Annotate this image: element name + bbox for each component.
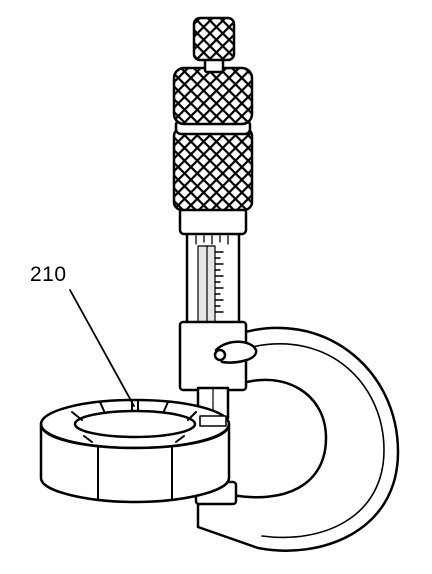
thimble-knurl-lower xyxy=(172,126,254,212)
ring-bore xyxy=(73,409,197,439)
lock-lever xyxy=(214,340,258,364)
spindle-tip xyxy=(199,415,227,427)
ratchet-knob xyxy=(192,16,236,62)
callout-leader-210 xyxy=(69,289,135,407)
thimble-band xyxy=(178,206,248,236)
measured-ring xyxy=(39,398,231,504)
thimble-knurl-upper xyxy=(172,66,254,126)
callout-label-210: 210 xyxy=(30,263,67,286)
lock-lever-pivot xyxy=(213,348,227,362)
scale-graduations xyxy=(214,251,224,313)
thimble-graduations xyxy=(195,235,229,245)
ring-segment-lines xyxy=(97,445,173,500)
frame-inner-edge xyxy=(251,343,385,539)
frame xyxy=(196,326,400,552)
